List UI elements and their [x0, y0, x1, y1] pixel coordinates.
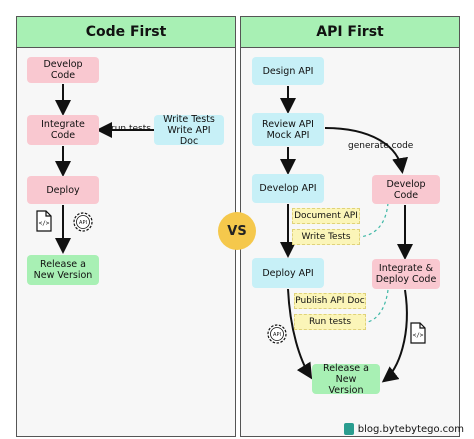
bytebytego-logo-icon [343, 423, 354, 435]
api-icon-text: API [273, 332, 281, 338]
node-design-api: Design API [252, 57, 324, 85]
api-gear-icon: API [267, 324, 287, 344]
api-gear-icon: API [73, 212, 93, 232]
node-label: Develop Code [43, 59, 83, 81]
note-document-api: Document API [292, 208, 360, 224]
edge-label-generate-code: generate code [348, 141, 414, 151]
node-release-left: Release a New Version [27, 255, 99, 285]
node-label: Integrate & Deploy Code [375, 263, 437, 285]
api-first-title: API First [241, 17, 459, 48]
node-label: Release a New Version [33, 259, 93, 281]
node-label: Write Tests Write API Doc [163, 113, 215, 147]
note-publish-api-doc: Publish API Doc [294, 293, 366, 309]
node-label: Deploy API [262, 267, 314, 279]
node-develop-code-right: Develop Code [372, 175, 440, 204]
node-integrate-deploy: Integrate & Deploy Code [372, 259, 440, 289]
edge-deployapi-release [287, 288, 313, 380]
node-deploy-left: Deploy [27, 176, 99, 204]
code-first-panel: Code First [16, 16, 236, 437]
dash-integrate-notes [367, 289, 389, 323]
node-integrate-code: Integrate Code [27, 115, 99, 145]
node-label: Review API Mock API [262, 118, 314, 141]
dash-developcode-notes [359, 202, 389, 238]
doc-icon-text: </> [413, 332, 424, 339]
node-label: Release a New Version [323, 362, 369, 396]
api-icon-text: API [79, 220, 87, 226]
node-release-right: Release a New Version [312, 362, 380, 396]
node-label: Develop Code [386, 178, 426, 201]
vs-badge: VS [218, 212, 256, 250]
node-label: Deploy [46, 184, 80, 196]
code-document-icon: </> [410, 322, 426, 344]
node-write-tests-left: Write Tests Write API Doc [154, 113, 224, 147]
code-document-icon: </> [36, 210, 52, 232]
note-run-tests: Run tests [294, 314, 366, 330]
node-label: Develop API [259, 183, 317, 194]
note-write-tests: Write Tests [292, 229, 360, 245]
node-label: Integrate Code [41, 119, 85, 141]
node-review-api: Review API Mock API [252, 113, 324, 146]
edge-label-run-tests: run tests [111, 124, 151, 134]
footer-credit: blog.bytebytego.com [343, 423, 464, 435]
doc-icon-text: </> [39, 220, 50, 227]
node-label: Design API [262, 65, 314, 77]
edge-integrate-release [381, 289, 408, 383]
code-first-title: Code First [17, 17, 235, 48]
edge-review-developcode [324, 127, 408, 174]
footer-url: blog.bytebytego.com [357, 423, 464, 435]
node-develop-api: Develop API [252, 174, 324, 203]
node-deploy-api: Deploy API [252, 258, 324, 288]
node-develop-code-left: Develop Code [27, 57, 99, 83]
